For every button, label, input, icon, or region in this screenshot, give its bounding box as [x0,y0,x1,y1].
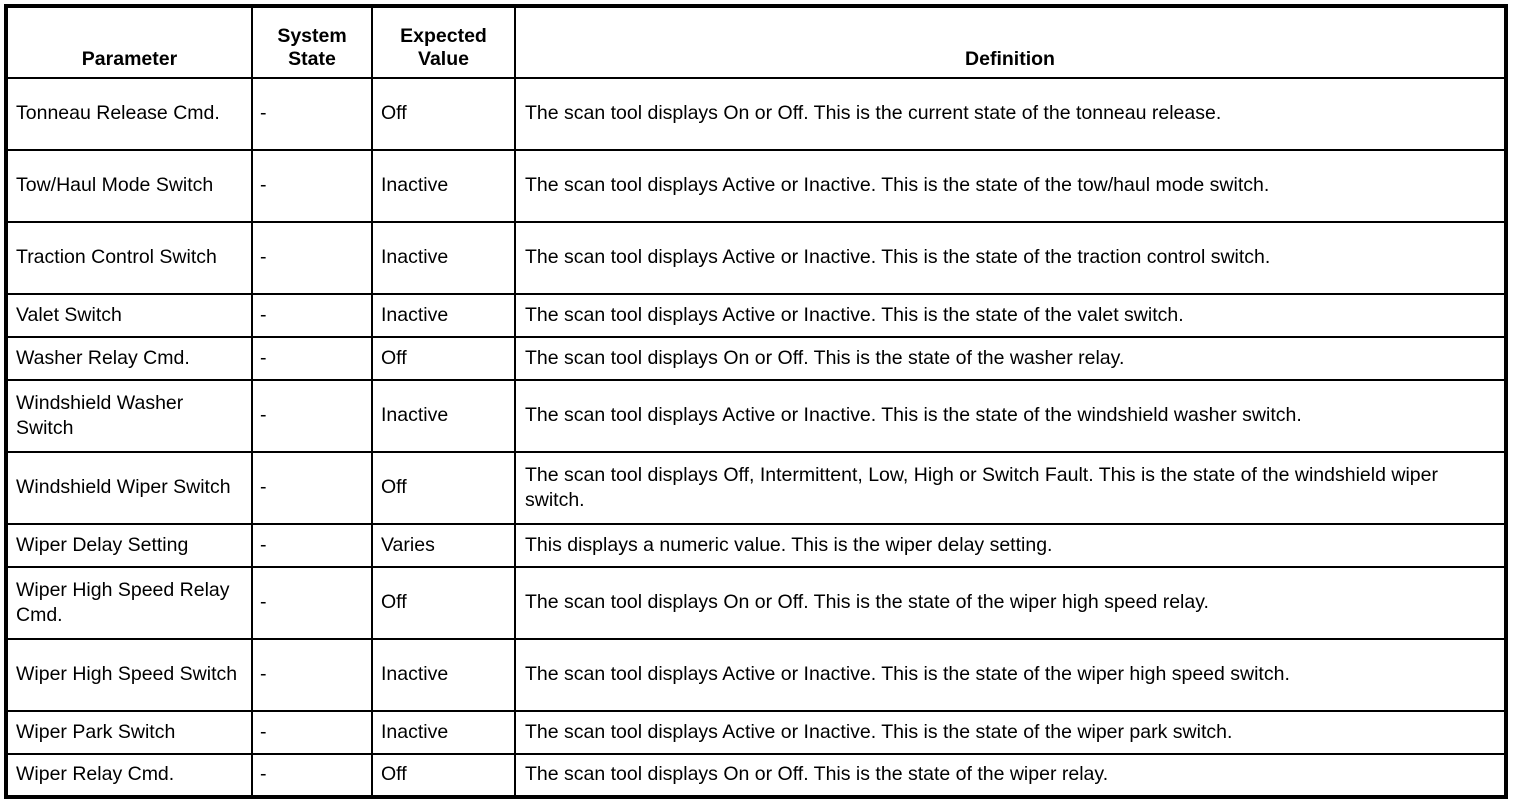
cell-parameter: Wiper Relay Cmd. [5,753,253,798]
cell-parameter: Traction Control Switch [5,221,253,295]
cell-definition: The scan tool displays On or Off. This i… [514,566,1507,640]
cell-expected-value: Inactive [371,638,516,712]
cell-definition: The scan tool displays Active or Inactiv… [514,638,1507,712]
cell-parameter: Wiper High Speed Relay Cmd. [5,566,253,640]
column-header-definition: Definition [514,5,1507,79]
cell-parameter: Windshield Wiper Switch [5,451,253,525]
cell-system-state: - [251,293,373,338]
cell-expected-value: Off [371,753,516,798]
column-header-expected-value-line1: Expected [400,25,487,47]
cell-parameter: Valet Switch [5,293,253,338]
cell-system-state: - [251,523,373,568]
cell-system-state: - [251,221,373,295]
cell-definition: The scan tool displays Off, Intermittent… [514,451,1507,525]
cell-parameter: Tow/Haul Mode Switch [5,149,253,223]
column-header-expected-value-line2: Value [418,48,469,70]
column-header-system-state-line1: System [277,25,347,47]
cell-parameter: Tonneau Release Cmd. [5,77,253,151]
cell-system-state: - [251,77,373,151]
cell-system-state: - [251,379,373,453]
cell-definition: The scan tool displays On or Off. This i… [514,753,1507,798]
cell-system-state: - [251,566,373,640]
cell-expected-value: Varies [371,523,516,568]
cell-expected-value: Off [371,451,516,525]
cell-parameter: Washer Relay Cmd. [5,336,253,381]
cell-system-state: - [251,451,373,525]
column-header-system-state-line2: State [288,48,336,70]
cell-expected-value: Inactive [371,379,516,453]
column-header-parameter: Parameter [5,5,253,79]
cell-system-state: - [251,149,373,223]
cell-system-state: - [251,638,373,712]
column-header-definition-label: Definition [965,48,1055,70]
cell-expected-value: Off [371,566,516,640]
cell-parameter: Wiper Park Switch [5,710,253,755]
cell-system-state: - [251,710,373,755]
cell-system-state: - [251,753,373,798]
cell-system-state: - [251,336,373,381]
cell-parameter: Wiper Delay Setting [5,523,253,568]
cell-expected-value: Inactive [371,149,516,223]
cell-definition: The scan tool displays On or Off. This i… [514,336,1507,381]
cell-expected-value: Inactive [371,293,516,338]
column-header-parameter-label: Parameter [81,48,178,70]
cell-definition: The scan tool displays Active or Inactiv… [514,710,1507,755]
cell-expected-value: Inactive [371,710,516,755]
cell-parameter: Windshield Washer Switch [5,379,253,453]
cell-parameter: Wiper High Speed Switch [5,638,253,712]
cell-expected-value: Off [371,336,516,381]
cell-definition: The scan tool displays Active or Inactiv… [514,293,1507,338]
cell-definition: The scan tool displays Active or Inactiv… [514,149,1507,223]
cell-definition: The scan tool displays Active or Inactiv… [514,379,1507,453]
cell-expected-value: Off [371,77,516,151]
cell-definition: The scan tool displays On or Off. This i… [514,77,1507,151]
cell-definition: This displays a numeric value. This is t… [514,523,1507,568]
cell-expected-value: Inactive [371,221,516,295]
cell-definition: The scan tool displays Active or Inactiv… [514,221,1507,295]
